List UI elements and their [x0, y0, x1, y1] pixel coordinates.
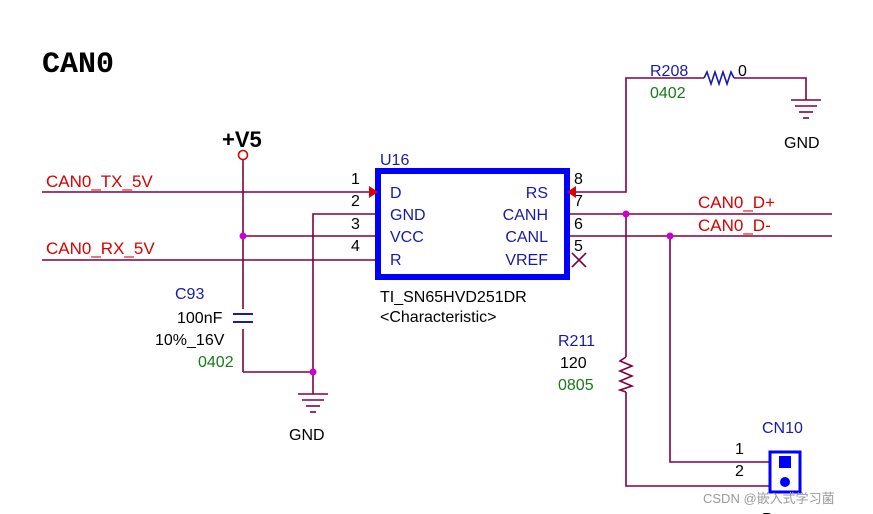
cn10-pin-num-1: 1 [735, 441, 744, 458]
power-port-icon [237, 149, 249, 161]
ground-icon [791, 99, 821, 119]
r208-component: R208 0 0402 [650, 63, 747, 102]
junctions [239, 210, 674, 376]
c93-rating: 10%_16V [155, 332, 225, 349]
net-label-dplus: CAN0_D+ [698, 193, 775, 212]
u16-pin-num-3: 3 [351, 216, 360, 233]
r211-value: 120 [560, 355, 587, 372]
u16-description: <Characteristic> [380, 309, 497, 326]
junction-dot [239, 232, 247, 240]
u16-pin-name-d: D [390, 185, 402, 202]
u16-pin-num-4: 4 [351, 238, 360, 255]
cn10-partial-label: P [762, 511, 773, 514]
resistor-icon [617, 356, 635, 393]
u16-part-number: TI_SN65HVD251DR [380, 289, 527, 306]
c93-ref: C93 [175, 286, 204, 303]
net-label-rx: CAN0_RX_5V [46, 239, 155, 258]
cn10-ref: CN10 [762, 420, 803, 437]
u16-body [375, 168, 570, 280]
r208-value: 0 [738, 63, 747, 80]
u16-pin-num-5: 5 [574, 238, 583, 255]
input-arrow-icon [567, 186, 576, 198]
u16-pin-name-vref: VREF [505, 252, 548, 269]
u16-pin-num-1: 1 [351, 171, 360, 188]
cap-gap [230, 309, 256, 329]
ground-icon [298, 393, 328, 413]
net-label-tx: CAN0_TX_5V [46, 172, 153, 191]
resistor-icon [703, 69, 735, 87]
wires [42, 77, 832, 487]
junction-dot [666, 232, 674, 240]
wire-rs [567, 77, 704, 193]
c93-package: 0402 [198, 354, 234, 371]
watermark: CSDN @嵌入式学习菌 [703, 491, 835, 506]
u16-pin-num-7: 7 [574, 193, 583, 210]
cn10-pin-num-2: 2 [735, 463, 744, 480]
r208-ref: R208 [650, 63, 688, 80]
connector-icon [768, 450, 802, 494]
power-label: +V5 [222, 127, 262, 152]
u16-pin-name-rs: RS [526, 185, 548, 202]
cn10-component: CN10 1 2 P [735, 420, 803, 514]
u16-pin-name-vcc: VCC [390, 229, 424, 246]
gnd-label: GND [289, 427, 325, 444]
junction-dot [309, 368, 317, 376]
u16-pin-num-6: 6 [574, 216, 583, 233]
u16-pin-num-2: 2 [351, 193, 360, 210]
pin-round-icon [780, 477, 790, 487]
wire-cn10-pin1 [669, 236, 770, 463]
pin-square-icon [779, 456, 791, 468]
wire-r208-gnd [734, 77, 807, 100]
sheet-title: CAN0 [42, 48, 114, 82]
r211-package: 0805 [558, 377, 594, 394]
input-arrow-icon [369, 186, 378, 198]
c93-value: 100nF [177, 310, 223, 327]
net-label-dminus: CAN0_D- [698, 216, 771, 235]
u16-ref: U16 [380, 152, 409, 169]
gnd-label: GND [784, 135, 820, 152]
r208-package: 0402 [650, 85, 686, 102]
wire-r211-bottom [625, 392, 770, 487]
wire-gnd [312, 213, 378, 394]
u16-component: U16 1 2 3 4 D GND VCC R RS CANH CANL VRE… [351, 152, 587, 326]
r211-ref: R211 [558, 333, 595, 350]
r211-component: R211 120 0805 [558, 333, 635, 394]
no-connect-icon [571, 252, 587, 268]
u16-pin-name-canl: CANL [505, 229, 548, 246]
c93-component: C93 100nF 10%_16V 0402 [155, 286, 256, 371]
u16-pin-name-r: R [390, 252, 402, 269]
u16-pin-name-canh: CANH [503, 207, 548, 224]
u16-pin-name-gnd: GND [390, 207, 426, 224]
junction-dot [622, 210, 630, 218]
u16-pin-num-8: 8 [574, 171, 583, 188]
